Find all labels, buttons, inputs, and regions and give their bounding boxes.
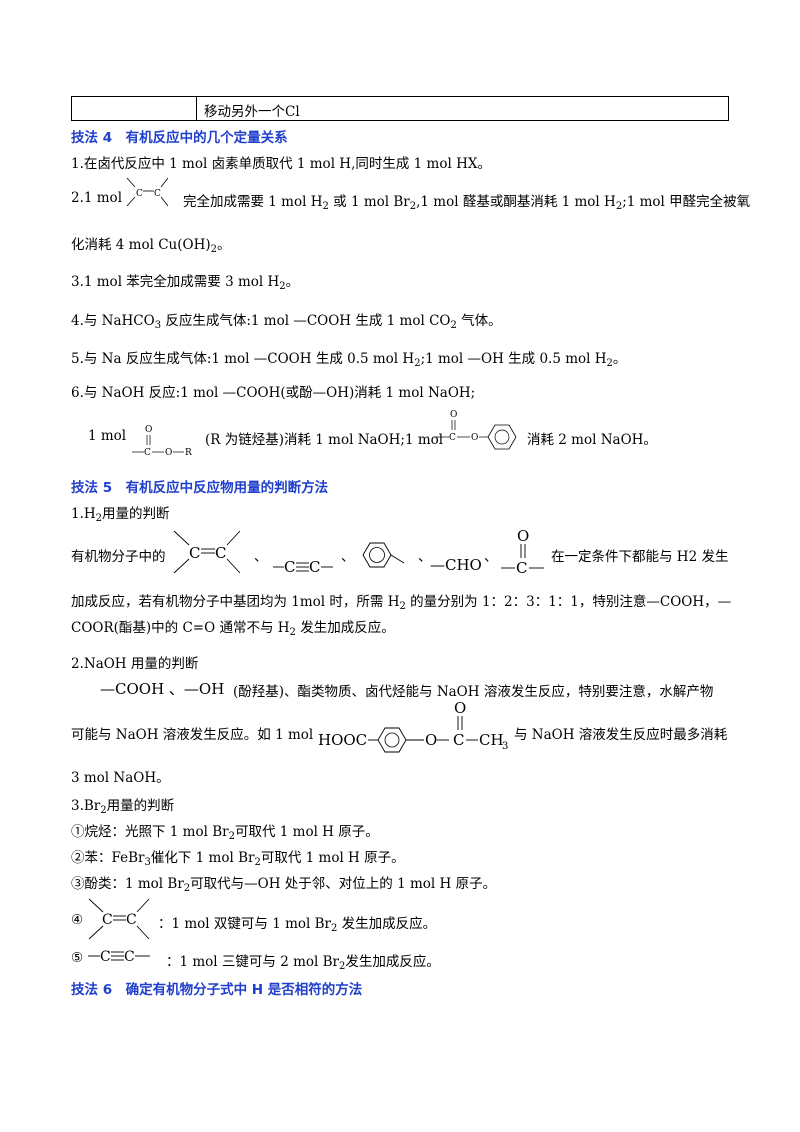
subsection-5-3: 3.Br2用量的判断 bbox=[71, 798, 175, 816]
subsection-5-2: 2.NaOH 用量的判断 bbox=[71, 656, 199, 672]
paragraph-5-2-cont: 可能与 NaOH 溶液发生反应。如 1 mol bbox=[71, 727, 314, 743]
svg-text:O: O bbox=[471, 433, 478, 443]
alkene-structure-icon: C C bbox=[88, 898, 150, 940]
alkyne-structure-icon: C C bbox=[88, 949, 150, 965]
svg-text:C: C bbox=[102, 912, 113, 928]
svg-text:—CHO: —CHO bbox=[430, 556, 482, 574]
paragraph-4-7-prefix: 1 mol bbox=[88, 428, 127, 444]
list-item: ①烷烃：光照下 1 mol Br2可取代 1 mol H 原子。 bbox=[71, 824, 379, 842]
alkyne-structure-icon: C C bbox=[273, 558, 333, 576]
paragraph-4-2-cont: 化消耗 4 mol Cu(OH)2。 bbox=[71, 237, 231, 255]
paragraph-4-6: 6.与 NaOH 反应:1 mol —COOH(或酚—OH)消耗 1 mol N… bbox=[71, 385, 476, 401]
list-item: ③酚类：1 mol Br2可取代与—OH 处于邻、对位上的 1 mol H 原子… bbox=[71, 876, 497, 894]
paragraph-4-2: 完全加成需要 1 mol H2 或 1 mol Br2,1 mol 醛基或酮基消… bbox=[183, 194, 751, 212]
paragraph-5-2-end: 与 NaOH 溶液发生反应时最多消耗 bbox=[514, 727, 728, 743]
alkene-structure-icon: C C bbox=[126, 177, 169, 207]
svg-text:C: C bbox=[100, 949, 111, 965]
separator: 、 bbox=[254, 549, 268, 565]
svg-text:C: C bbox=[309, 558, 320, 576]
paragraph-5-1: 在一定条件下都能与 H2 发生 bbox=[551, 549, 729, 565]
svg-text:O: O bbox=[450, 410, 457, 420]
paragraph-5-1-cont2: COOR(酯基)中的 C=O 通常不与 H2 发生加成反应。 bbox=[71, 620, 395, 638]
separator: 、 bbox=[341, 549, 355, 565]
benzene-ring-icon bbox=[362, 542, 405, 568]
phenyl-ester-structure-icon: O C O bbox=[434, 410, 517, 450]
section-title-6: 技法 6 确定有机物分子式中 H 是否相符的方法 bbox=[71, 982, 363, 998]
separator: 、 bbox=[484, 549, 498, 565]
ester-structure-icon: O C O R bbox=[132, 425, 192, 458]
paragraph-4-7-mid: (R 为链烃基)消耗 1 mol NaOH;1 mol bbox=[205, 432, 444, 448]
svg-text:HOOC: HOOC bbox=[318, 731, 367, 749]
carbonyl-group-icon: O C bbox=[501, 527, 544, 577]
table-divider bbox=[196, 97, 197, 120]
alkene-structure-icon: C C bbox=[173, 530, 241, 574]
subsection-5-1: 1.H2用量的判断 bbox=[71, 506, 170, 524]
paragraph-4-1: 1.在卤代反应中 1 mol 卤素单质取代 1 mol H,同时生成 1 mol… bbox=[71, 156, 491, 172]
svg-text:O: O bbox=[454, 699, 466, 717]
svg-text:C: C bbox=[144, 448, 151, 458]
paragraph-4-2-prefix: 2.1 mol bbox=[71, 190, 123, 206]
list-item-marker: ④ bbox=[71, 912, 84, 928]
paragraph-5-2-cont2: 3 mol NaOH。 bbox=[71, 770, 170, 786]
svg-text:C: C bbox=[215, 544, 226, 562]
svg-text:R: R bbox=[185, 448, 192, 458]
aspirin-like-structure-icon: HOOC O O C CH 3 bbox=[318, 699, 508, 753]
aldehyde-group-icon: —CHO bbox=[430, 556, 482, 574]
table-cell: 移动另外一个Cl bbox=[204, 104, 300, 120]
list-item: ：1 mol 三键可与 2 mol Br2发生加成反应。 bbox=[166, 954, 440, 972]
svg-text:O: O bbox=[165, 448, 172, 458]
list-item: ：1 mol 双键可与 1 mol Br2 发生加成反应。 bbox=[158, 916, 437, 934]
paragraph-4-3: 3.1 mol 苯完全加成需要 3 mol H2。 bbox=[71, 274, 300, 292]
svg-text:O: O bbox=[517, 527, 529, 545]
svg-text:C: C bbox=[516, 559, 527, 577]
paragraph-5-2: (酚羟基)、酯类物质、卤代烃能与 NaOH 溶液发生反应，特别要注意，水解产物 bbox=[233, 684, 714, 700]
svg-text:3: 3 bbox=[502, 741, 508, 752]
section-title-5: 技法 5 有机反应中反应物用量的判断方法 bbox=[71, 480, 329, 496]
paragraph-4-4: 4.与 NaHCO3 反应生成气体:1 mol —COOH 生成 1 mol C… bbox=[71, 313, 502, 331]
svg-text:C: C bbox=[284, 558, 295, 576]
list-item-marker: ⑤ bbox=[71, 950, 84, 966]
svg-text:C: C bbox=[126, 912, 137, 928]
paragraph-5-1-prefix: 有机物分子中的 bbox=[71, 549, 166, 565]
svg-text:O: O bbox=[425, 731, 437, 749]
paragraph-5-1-cont: 加成反应，若有机物分子中基团均为 1mol 时，所需 H2 的量分别为 1：2：… bbox=[71, 594, 732, 612]
section-title-4: 技法 4 有机反应中的几个定量关系 bbox=[71, 130, 288, 146]
svg-text:CH: CH bbox=[479, 731, 504, 749]
svg-text:C: C bbox=[124, 949, 135, 965]
svg-text:C: C bbox=[154, 189, 161, 199]
separator: 、 bbox=[418, 549, 432, 565]
svg-text:C: C bbox=[449, 433, 456, 443]
svg-text:C: C bbox=[136, 189, 143, 199]
list-item: ②苯：FeBr3催化下 1 mol Br2可取代 1 mol H 原子。 bbox=[71, 850, 405, 868]
svg-text:O: O bbox=[145, 425, 152, 435]
svg-text:C: C bbox=[453, 731, 464, 749]
paragraph-4-7-end: 消耗 2 mol NaOH。 bbox=[527, 432, 657, 448]
svg-text:C: C bbox=[189, 544, 200, 562]
functional-groups: —COOH 、—OH bbox=[100, 680, 225, 698]
paragraph-4-5: 5.与 Na 反应生成气体:1 mol —COOH 生成 0.5 mol H2;… bbox=[71, 351, 627, 369]
table-row: 移动另外一个Cl bbox=[71, 96, 729, 121]
